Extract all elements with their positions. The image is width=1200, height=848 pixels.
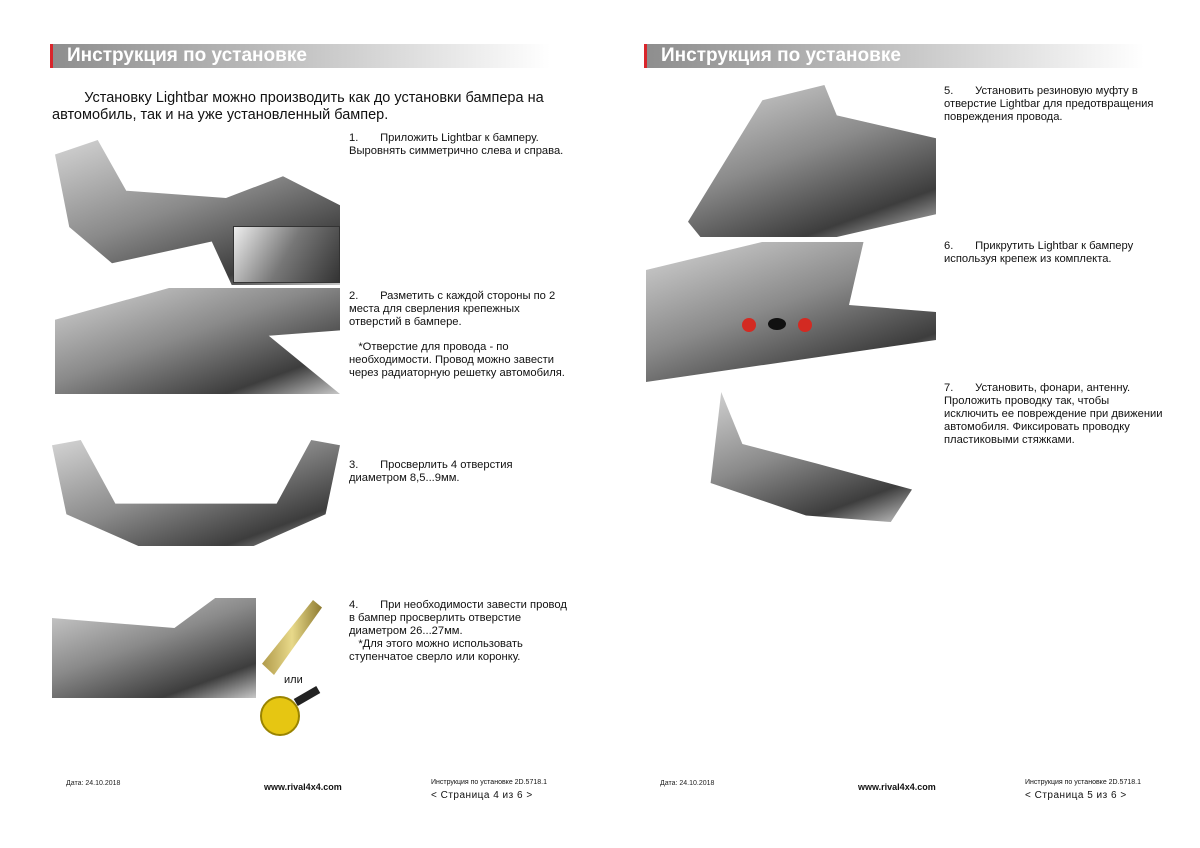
rubber-grommets <box>742 318 812 332</box>
step7-illustration <box>710 392 912 522</box>
step-6-text: 6. Прикрутить Lightbar к бамперу использ… <box>944 240 1134 265</box>
section-header: Инструкция по установке <box>644 44 1144 68</box>
footer-website[interactable]: www.rival4x4.com <box>264 782 342 792</box>
footer-page-number: < Страница 4 из 6 > <box>431 790 533 801</box>
page-4: Инструкция по установке Установку Lightb… <box>50 44 567 801</box>
section-header: Инструкция по установке <box>50 44 550 68</box>
step-4-text: 4. При необходимости завести провод в ба… <box>349 599 567 663</box>
step-5-text: 5. Установить резиновую муфту в отверсти… <box>944 85 1154 123</box>
step6-illustration <box>646 242 936 382</box>
step3-illustration <box>52 440 340 546</box>
or-label: или <box>284 674 303 686</box>
footer-page-number: < Страница 5 из 6 > <box>1025 790 1127 801</box>
step5-illustration <box>688 85 936 237</box>
step4-illustration <box>52 598 256 698</box>
step-2-note: *Отверстие для провода - по необходимост… <box>349 341 565 379</box>
step-7-text: 7. Установить, фонари, антенну. Проложит… <box>944 382 1163 446</box>
intro-text: Установку Lightbar можно производить как… <box>52 90 544 123</box>
footer-date: Дата: 24.10.2018 <box>660 780 715 787</box>
footer-doc-id: Инструкция по установке 2D.5718.1 <box>1025 779 1141 786</box>
footer-doc-id: Инструкция по установке 2D.5718.1 <box>431 779 547 786</box>
step-2-text: 2. Разметить с каждой стороны по 2 места… <box>349 290 556 328</box>
step2-illustration <box>55 288 340 394</box>
footer-website[interactable]: www.rival4x4.com <box>858 782 936 792</box>
step-3-text: 3. Просверлить 4 отверстия диаметром 8,5… <box>349 459 513 484</box>
page-5: Инструкция по установке 5. Установить ре… <box>600 0 1200 848</box>
footer-date: Дата: 24.10.2018 <box>66 780 121 787</box>
step-drill-icon <box>262 600 322 675</box>
step1-detail-inset <box>233 226 340 283</box>
step-1-text: 1. Приложить Lightbar к бамперу. Выровня… <box>349 132 564 157</box>
hole-saw-icon <box>260 686 322 738</box>
